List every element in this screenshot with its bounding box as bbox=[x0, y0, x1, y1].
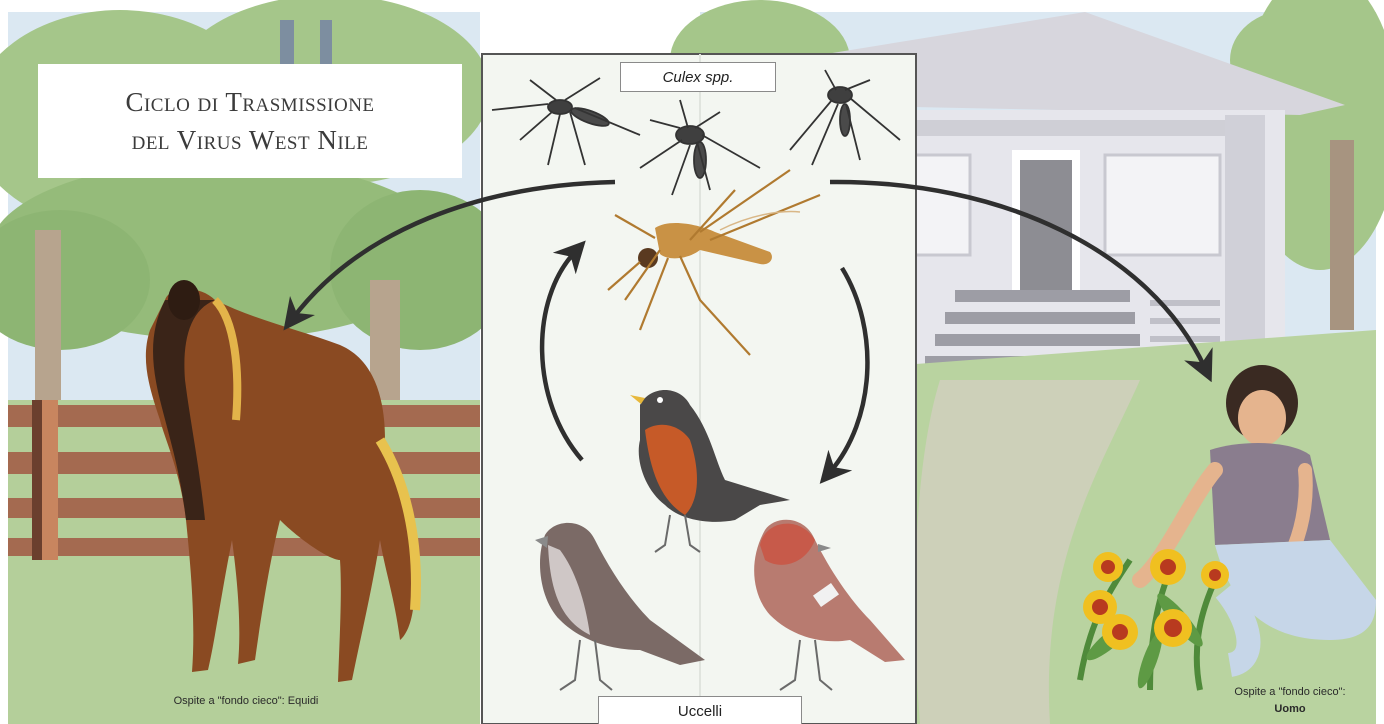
human-caption-prefix: Ospite a "fondo cieco": bbox=[1234, 686, 1345, 698]
vector-label: Culex spp. bbox=[620, 62, 776, 92]
title-line-2: del Virus West Nile bbox=[132, 121, 369, 159]
diagram-title: Ciclo di Trasmissione del Virus West Nil… bbox=[38, 64, 462, 178]
human-caption: Ospite a "fondo cieco": Uomo bbox=[1200, 684, 1380, 718]
human-caption-name: Uomo bbox=[1200, 701, 1380, 718]
title-line-1: Ciclo di Trasmissione bbox=[125, 83, 374, 121]
horse-caption: Ospite a "fondo cieco": Equidi bbox=[96, 695, 396, 707]
amplifying-host-label: Uccelli bbox=[598, 696, 802, 724]
